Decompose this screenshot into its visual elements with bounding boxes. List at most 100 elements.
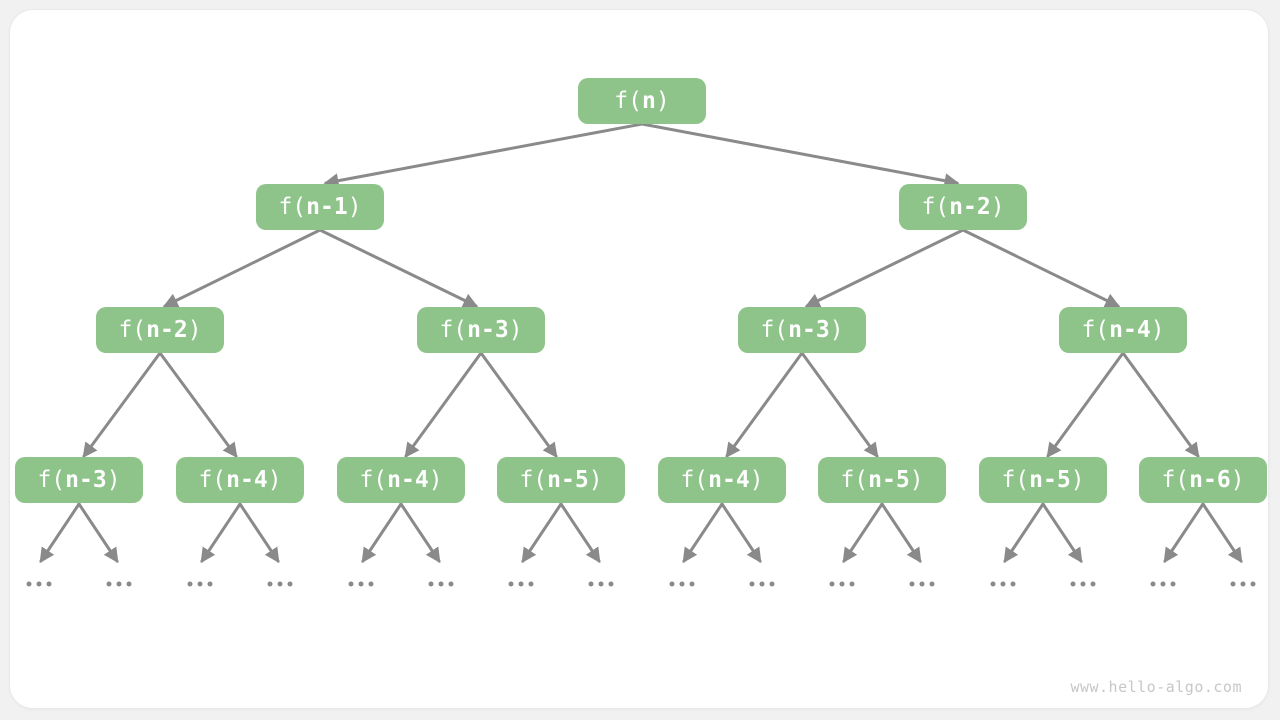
ellipsis bbox=[508, 581, 534, 587]
node-label-post: ) bbox=[1150, 316, 1165, 343]
tree-node-n1: f(n-1) bbox=[256, 184, 384, 230]
ellipsis-dot bbox=[1160, 581, 1166, 587]
node-label-arg: n-2 bbox=[146, 316, 188, 343]
node-label-arg: n-5 bbox=[547, 466, 589, 493]
node-label-arg: n-1 bbox=[306, 193, 348, 220]
node-label-post: ) bbox=[187, 316, 202, 343]
ellipsis-dot bbox=[508, 581, 514, 587]
node-label-post: ) bbox=[1070, 466, 1085, 493]
ellipsis-dot bbox=[839, 581, 845, 587]
tree-node-n7: f(n-3) bbox=[15, 457, 143, 503]
tree-node-n3: f(n-2) bbox=[96, 307, 224, 353]
node-label-pre: f( bbox=[198, 466, 227, 493]
ellipsis-dot bbox=[929, 581, 935, 587]
ellipsis bbox=[187, 581, 213, 587]
tree-node-n11: f(n-4) bbox=[658, 457, 786, 503]
node-label-arg: n-3 bbox=[65, 466, 107, 493]
ellipsis-dot bbox=[1230, 581, 1236, 587]
ellipsis bbox=[749, 581, 775, 587]
node-label-pre: f( bbox=[439, 316, 468, 343]
node-label-arg: n-4 bbox=[387, 466, 429, 493]
ellipsis-dot bbox=[1170, 581, 1176, 587]
node-label-post: ) bbox=[428, 466, 443, 493]
ellipsis-dot bbox=[267, 581, 273, 587]
tree-node-n9: f(n-4) bbox=[337, 457, 465, 503]
node-label-pre: f( bbox=[680, 466, 709, 493]
ellipsis-dot bbox=[1010, 581, 1016, 587]
ellipsis-dot bbox=[207, 581, 213, 587]
ellipsis-dot bbox=[1090, 581, 1096, 587]
node-label-pre: f( bbox=[37, 466, 66, 493]
ellipsis-dot bbox=[438, 581, 444, 587]
ellipsis bbox=[1070, 581, 1096, 587]
ellipsis-dot bbox=[187, 581, 193, 587]
ellipsis-dot bbox=[448, 581, 454, 587]
ellipsis-dot bbox=[197, 581, 203, 587]
tree-node-n13: f(n-5) bbox=[979, 457, 1107, 503]
ellipsis-dot bbox=[358, 581, 364, 587]
ellipsis-dot bbox=[348, 581, 354, 587]
ellipsis bbox=[1150, 581, 1176, 587]
tree-node-n8: f(n-4) bbox=[176, 457, 304, 503]
node-label-arg: n-6 bbox=[1189, 466, 1231, 493]
ellipsis-dot bbox=[1250, 581, 1256, 587]
ellipsis-dot bbox=[919, 581, 925, 587]
node-label-arg: n-4 bbox=[708, 466, 750, 493]
ellipsis-dot bbox=[598, 581, 604, 587]
ellipsis-dot bbox=[1070, 581, 1076, 587]
watermark: www.hello-algo.com bbox=[1070, 678, 1242, 696]
ellipsis bbox=[588, 581, 614, 587]
ellipsis-dot bbox=[1240, 581, 1246, 587]
node-label-post: ) bbox=[990, 193, 1005, 220]
node-label-pre: f( bbox=[359, 466, 388, 493]
node-label-post: ) bbox=[909, 466, 924, 493]
ellipsis-dot bbox=[36, 581, 42, 587]
ellipsis bbox=[829, 581, 855, 587]
ellipsis-dot bbox=[106, 581, 112, 587]
node-label-pre: f( bbox=[1081, 316, 1110, 343]
ellipsis-dot bbox=[669, 581, 675, 587]
ellipsis bbox=[909, 581, 935, 587]
tree-node-n12: f(n-5) bbox=[818, 457, 946, 503]
node-label-pre: f( bbox=[278, 193, 307, 220]
node-label-post: ) bbox=[267, 466, 282, 493]
node-label-post: ) bbox=[1230, 466, 1245, 493]
ellipsis bbox=[428, 581, 454, 587]
node-label-arg: n-3 bbox=[788, 316, 830, 343]
ellipsis bbox=[26, 581, 52, 587]
node-label-pre: f( bbox=[118, 316, 147, 343]
ellipsis-dot bbox=[990, 581, 996, 587]
tree-node-n2: f(n-2) bbox=[899, 184, 1027, 230]
ellipsis bbox=[669, 581, 695, 587]
node-label-pre: f( bbox=[1161, 466, 1190, 493]
node-label-pre: f( bbox=[760, 316, 789, 343]
tree-node-n10: f(n-5) bbox=[497, 457, 625, 503]
ellipsis bbox=[267, 581, 293, 587]
ellipsis-dot bbox=[849, 581, 855, 587]
node-label-arg: n-4 bbox=[1109, 316, 1151, 343]
node-label-arg: n-2 bbox=[949, 193, 991, 220]
node-label-post: ) bbox=[749, 466, 764, 493]
tree-node-n14: f(n-6) bbox=[1139, 457, 1267, 503]
node-label-post: ) bbox=[347, 193, 362, 220]
tree-node-n5: f(n-3) bbox=[738, 307, 866, 353]
ellipsis bbox=[348, 581, 374, 587]
node-label-pre: f( bbox=[614, 87, 642, 114]
tree-node-n0: f(n) bbox=[578, 78, 706, 124]
ellipsis-dot bbox=[528, 581, 534, 587]
node-label-post: ) bbox=[106, 466, 121, 493]
node-label-post: ) bbox=[829, 316, 844, 343]
ellipsis-dot bbox=[1080, 581, 1086, 587]
node-label-post: ) bbox=[655, 87, 670, 114]
ellipsis-dot bbox=[1150, 581, 1156, 587]
node-label-arg: n bbox=[641, 87, 656, 114]
ellipsis bbox=[1230, 581, 1256, 587]
node-label-pre: f( bbox=[1001, 466, 1030, 493]
ellipsis-dot bbox=[428, 581, 434, 587]
node-label-post: ) bbox=[508, 316, 523, 343]
node-label-pre: f( bbox=[921, 193, 950, 220]
node-label-arg: n-4 bbox=[226, 466, 268, 493]
